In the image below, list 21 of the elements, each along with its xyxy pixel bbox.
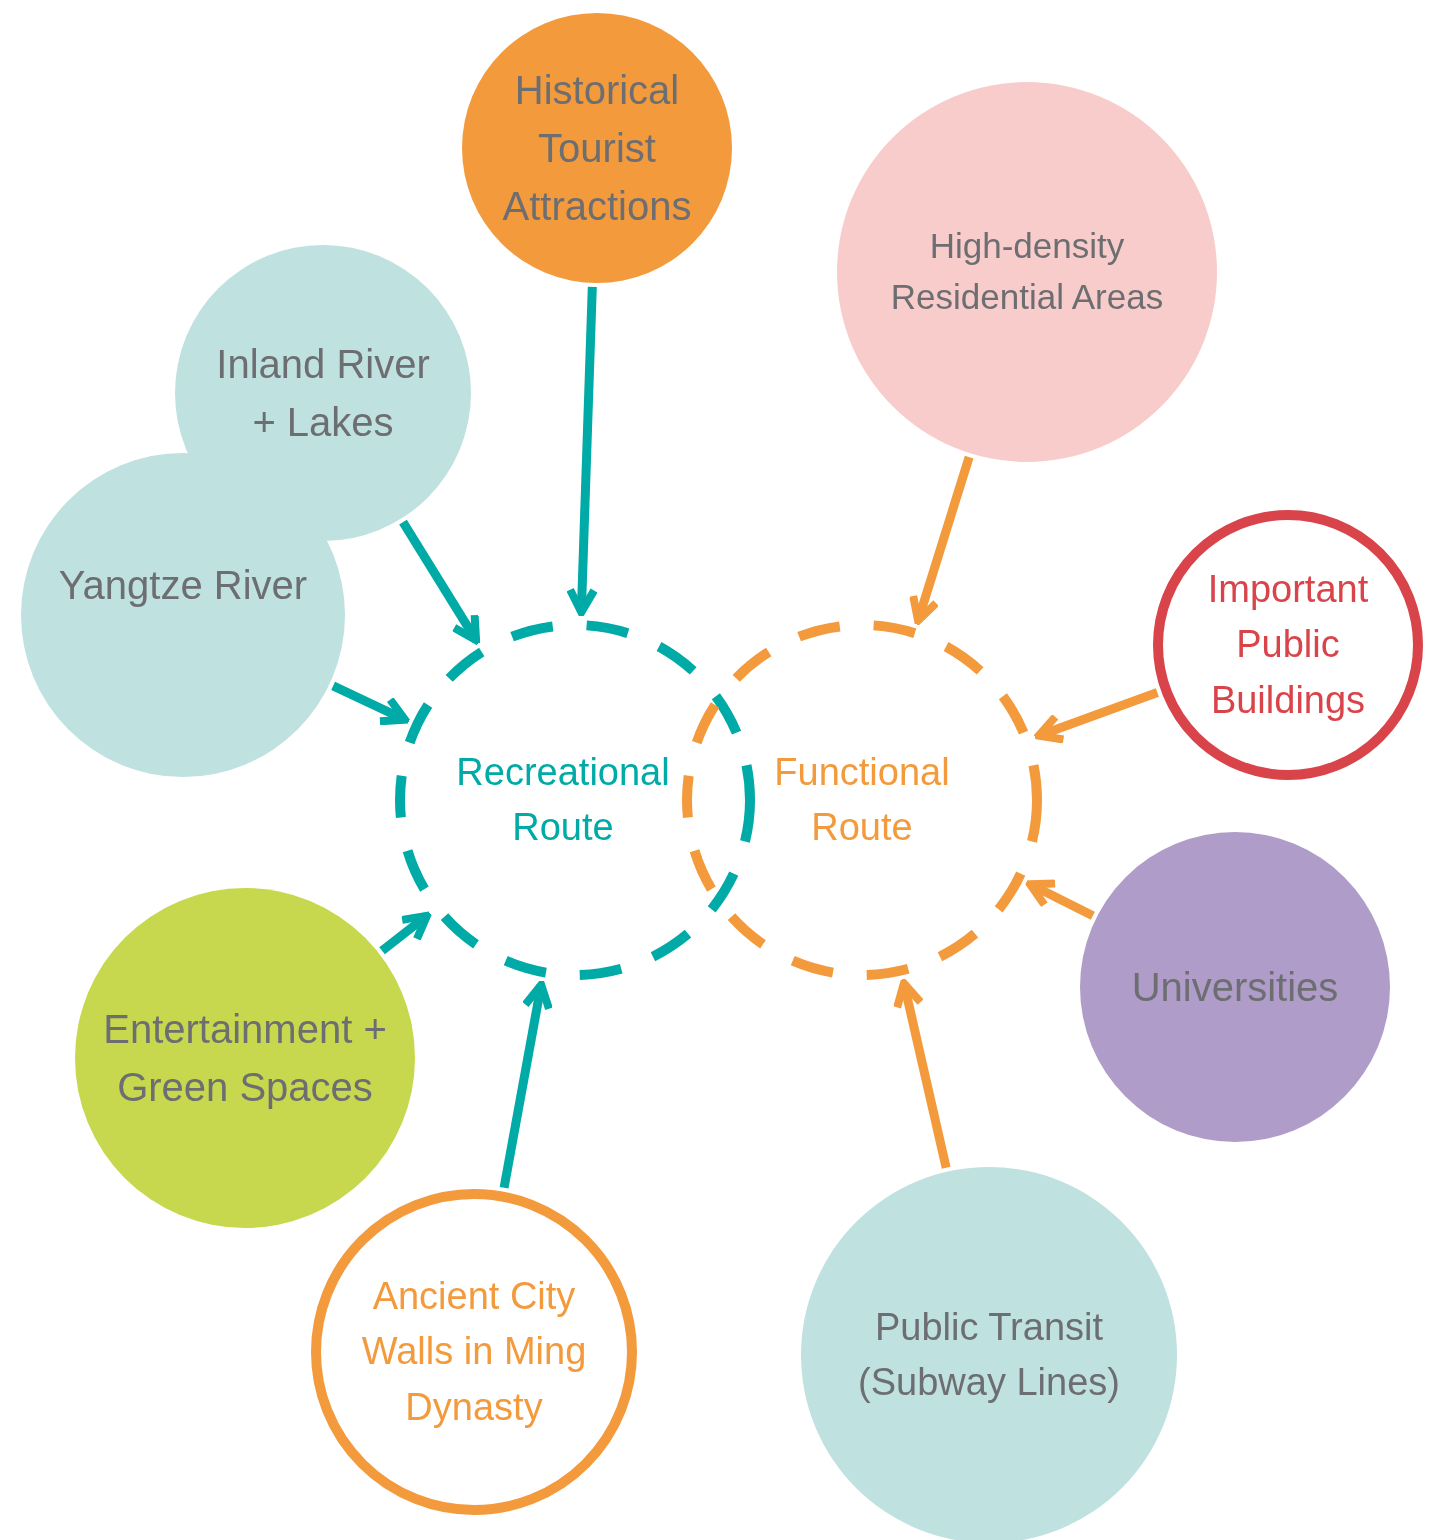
node-label: Entertainment + Green Spaces <box>102 1006 388 1111</box>
node-label: Yangtze River <box>58 562 308 609</box>
arrow <box>499 980 553 1189</box>
arrow <box>909 455 974 625</box>
node-label: Historical Tourist Attractions <box>501 67 693 230</box>
arrow <box>331 681 409 726</box>
node-label: Universities <box>1131 964 1339 1011</box>
dashed-route-circle <box>682 620 1042 980</box>
node-label: Ancient City Walls in Ming Dynasty <box>360 1274 588 1430</box>
node-label: Inland River + Lakes <box>215 341 431 446</box>
arrow <box>893 979 951 1169</box>
node-label: High-density Residential Areas <box>889 225 1165 318</box>
node-label: Functional Route <box>773 749 951 850</box>
node-label: Important Public Buildings <box>1206 567 1370 723</box>
node-label: Recreational Route <box>455 749 671 850</box>
arrow <box>566 286 599 617</box>
arrow <box>379 911 431 955</box>
dashed-route-circle <box>395 620 755 980</box>
arrow <box>399 519 481 645</box>
arrow <box>1026 879 1095 920</box>
node-label: Public Transit (Subway Lines) <box>857 1304 1121 1405</box>
